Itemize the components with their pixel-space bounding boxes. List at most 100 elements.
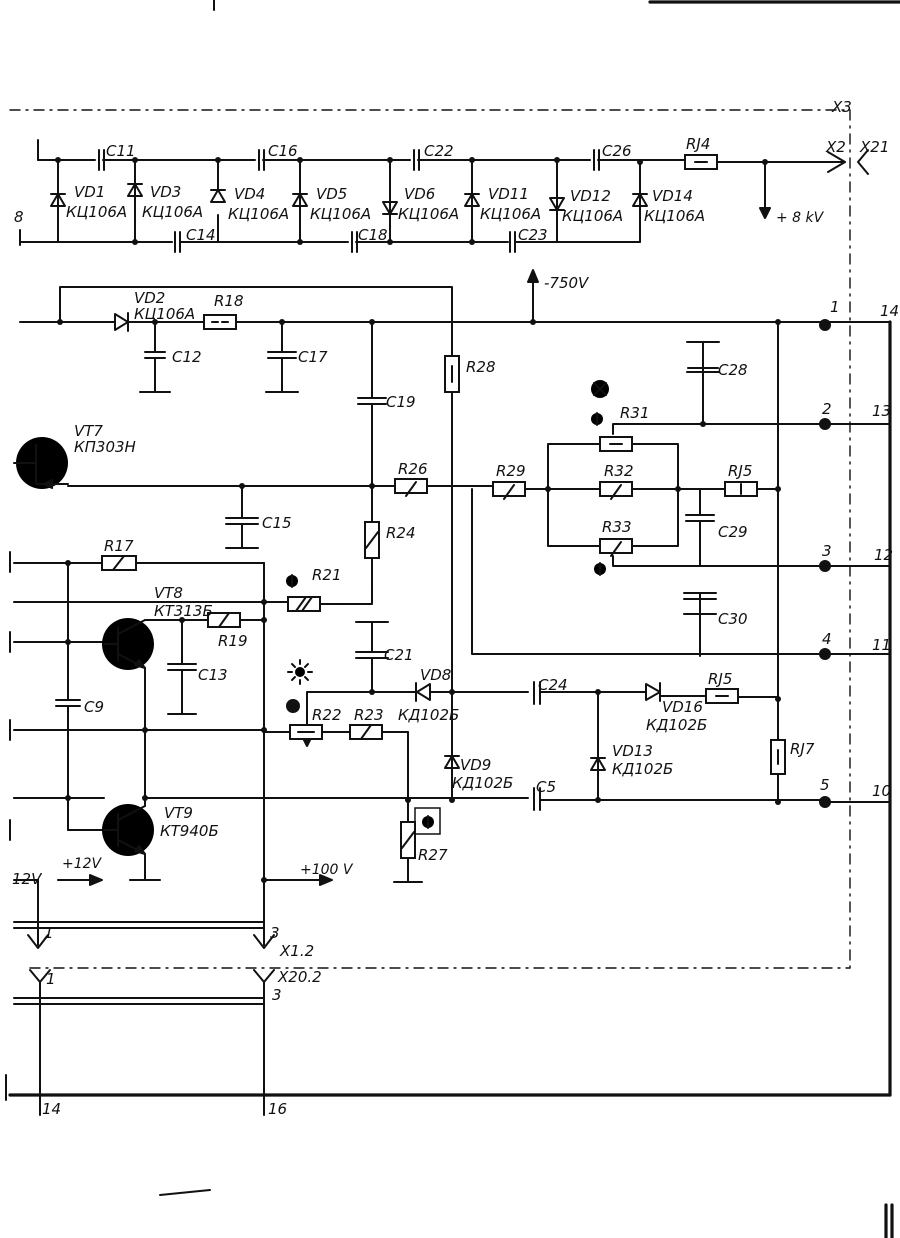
bottom-connectors — [13, 879, 275, 1116]
label-c28: C28 — [718, 361, 748, 379]
labels: X3 X2 X21 + 8 kV -750V 8 C11 C16 C22 C26… — [12, 98, 899, 1118]
pin-4: 4 — [822, 630, 832, 648]
label-c17: C17 — [298, 348, 328, 366]
amplifier-stage — [13, 557, 373, 949]
label-arrow-3: 3 — [270, 924, 280, 942]
label-vd8: VD8 — [420, 666, 451, 684]
label-c24: C24 — [538, 676, 568, 694]
pin-5: 5 — [820, 776, 830, 794]
label-c19: C19 — [386, 393, 416, 411]
pin-2: 2 — [822, 400, 832, 418]
resistor-bodies — [101, 154, 786, 859]
feedback-network — [13, 621, 821, 883]
vt7-stage — [13, 437, 494, 549]
label-vt7: VT7 — [74, 422, 103, 440]
label-fork-3: 3 — [272, 986, 282, 1004]
label-bottom-14: 14 — [42, 1100, 61, 1118]
label-x20-2: X20.2 — [277, 968, 322, 986]
label-c30: C30 — [718, 610, 748, 628]
label-r32: R32 — [604, 462, 634, 480]
label-vd2: VD2 — [134, 289, 165, 307]
label-r24: R24 — [386, 524, 416, 542]
label-c22: C22 — [424, 142, 454, 160]
label-r35a: RJ5 — [728, 462, 752, 480]
label-vd9: VD9 — [460, 756, 491, 774]
label-c23: C23 — [518, 226, 548, 244]
label-vd13: VD13 — [612, 742, 653, 760]
label-r17: R17 — [104, 537, 134, 555]
label-plus-100v: +100 V — [300, 862, 354, 878]
label-vd1-type: КЦ106А — [66, 203, 127, 221]
label-r19: R19 — [218, 632, 248, 650]
label-vd5-type: КЦ106А — [310, 205, 371, 223]
label-c16: C16 — [268, 142, 298, 160]
label-r34: RJ4 — [686, 135, 710, 153]
label-left-8: 8 — [14, 208, 24, 226]
label-vd8-type: КД102Б — [398, 706, 459, 724]
label-vt8-type: КТ313Б — [154, 602, 213, 620]
label-vt9-type: КТ940Б — [160, 822, 219, 840]
label-r31: R31 — [620, 404, 650, 422]
label-vd3-type: КЦ106А — [142, 203, 203, 221]
pin-12: 12 — [874, 546, 893, 564]
label-minus-750v: -750V — [544, 274, 590, 292]
label-c29: C29 — [718, 523, 748, 541]
label-vt8: VT8 — [154, 584, 183, 602]
label-vd4-type: КЦ106А — [228, 205, 289, 223]
label-x2: X2 — [825, 138, 846, 156]
label-vd4: VD4 — [234, 185, 265, 203]
label-c5: C5 — [536, 778, 556, 796]
right-network — [471, 319, 891, 808]
label-vd2-type: КЦ106А — [134, 305, 195, 323]
minus-750v-network — [19, 269, 821, 693]
label-vd14: VD14 — [652, 187, 693, 205]
frame-lines — [8, 0, 900, 1238]
label-r21: R21 — [312, 566, 342, 584]
label-r26: R26 — [398, 460, 428, 478]
label-r37: RJ7 — [790, 740, 815, 758]
label-r33: R33 — [602, 518, 632, 536]
label-r29: R29 — [496, 462, 526, 480]
label-vd12: VD12 — [570, 187, 611, 205]
label-x1-2: X1.2 — [279, 942, 314, 960]
label-vd1: VD1 — [74, 183, 105, 201]
label-r18: R18 — [214, 292, 244, 310]
label-r28: R28 — [466, 358, 496, 376]
label-vd12-type: КЦ106А — [562, 207, 623, 225]
pin-13: 13 — [872, 402, 891, 420]
label-c18: C18 — [358, 226, 388, 244]
pin-3: 3 — [822, 542, 832, 560]
label-vt9: VT9 — [164, 804, 193, 822]
label-arrow-1: 1 — [44, 924, 54, 942]
label-x21: X21 — [859, 138, 889, 156]
label-vd6-type: КЦ106А — [398, 205, 459, 223]
label-bottom-16: 16 — [268, 1100, 287, 1118]
label-r23: R23 — [354, 706, 384, 724]
label-vd16: VD16 — [662, 698, 703, 716]
label-vd3: VD3 — [150, 183, 181, 201]
label-x3: X3 — [831, 98, 852, 116]
label-vd13-type: КД102Б — [612, 760, 673, 778]
label-r27: R27 — [418, 846, 448, 864]
label-vt7-type: КП303Н — [74, 438, 136, 456]
label-vd11-type: КЦ106А — [480, 205, 541, 223]
label-vd14-type: КЦ106А — [644, 207, 705, 225]
label-c13: C13 — [198, 666, 228, 684]
pin-1: 1 — [830, 298, 840, 316]
label-r35b: RJ5 — [708, 670, 732, 688]
label-fork-1: 1 — [46, 970, 56, 988]
label-c9: C9 — [84, 698, 104, 716]
label-vd6: VD6 — [404, 185, 435, 203]
left-edge-stubs — [5, 0, 215, 1196]
label-c12: C12 — [172, 348, 202, 366]
label-plus-12v: +12V — [62, 856, 103, 872]
label-left-12v: 12V — [12, 870, 43, 888]
label-r22: R22 — [312, 706, 342, 724]
label-c15: C15 — [262, 514, 292, 532]
pin-11: 11 — [872, 636, 891, 654]
label-vd9-type: КД102Б — [452, 774, 513, 792]
label-vd5: VD5 — [316, 185, 347, 203]
label-c14: C14 — [186, 226, 216, 244]
pin-10: 10 — [872, 782, 891, 800]
